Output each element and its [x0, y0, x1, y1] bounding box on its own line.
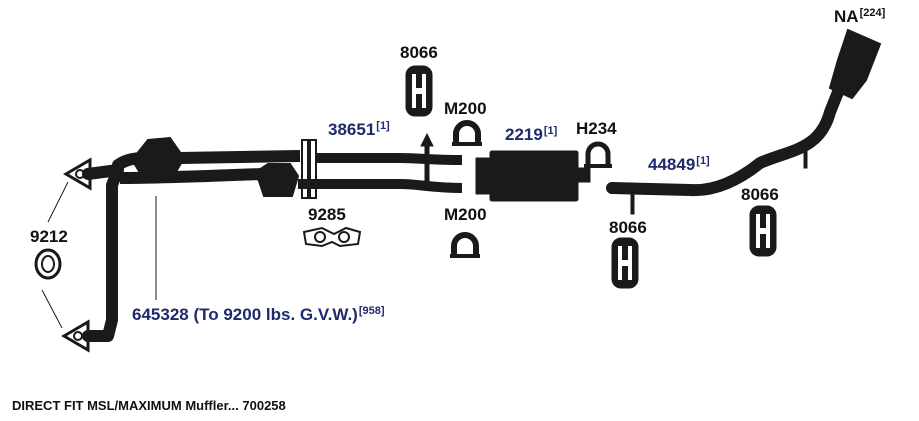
label-y-pipe-645328: 645328 (To 9200 lbs. G.V.W.)[958]	[132, 305, 385, 324]
catalytic-converter-rear	[254, 163, 300, 197]
label-pipe-38651: 38651[1]	[328, 120, 390, 139]
label-tailpipe-44849: 44849[1]	[648, 155, 710, 174]
manifold-flange-top	[63, 157, 92, 191]
label-gasket-9285: 9285	[308, 205, 346, 224]
rubber-hanger-right	[749, 205, 777, 257]
muffler-body	[475, 150, 591, 202]
label-gasket-9212: 9212	[30, 227, 68, 246]
label-na: NA[224]	[834, 7, 886, 26]
label-hanger-top: 8066	[400, 43, 438, 62]
tailpipe-hanger-pins	[630, 149, 808, 215]
clamp-m200-top	[452, 120, 482, 146]
leader-lines	[41, 181, 157, 329]
label-hanger-mid: 8066	[609, 218, 647, 237]
intermediate-pipes	[298, 153, 463, 193]
label-hanger-right: 8066	[741, 185, 779, 204]
label-clamp-h234: H234	[576, 119, 617, 138]
label-muffler-2219: 2219[1]	[505, 125, 558, 144]
clamp-h234	[584, 141, 612, 168]
label-clamp-bottom: M200	[444, 205, 487, 224]
rubber-hanger-mid	[611, 237, 639, 289]
flange-gasket	[302, 226, 362, 248]
footer-note: DIRECT FIT MSL/MAXIMUM Muffler... 700258	[12, 398, 286, 413]
clamp-m200-bottom	[450, 232, 480, 258]
rubber-hanger-top	[405, 65, 433, 117]
tailpipe-tip	[828, 28, 882, 100]
upper-pipe-front	[179, 150, 301, 164]
flange-plates	[301, 139, 317, 199]
label-clamp-top: M200	[444, 99, 487, 118]
ring-gasket	[34, 248, 62, 280]
hanger-pin	[420, 132, 434, 185]
lower-pipe-front	[119, 168, 263, 184]
tailpipe	[606, 86, 844, 197]
